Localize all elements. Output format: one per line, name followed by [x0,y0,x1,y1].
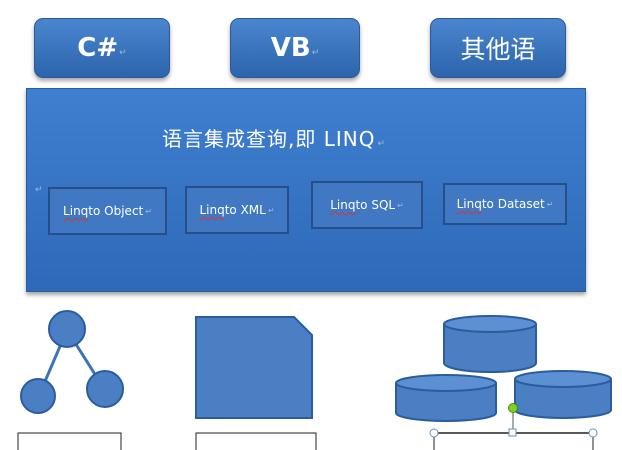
database-cylinder-top [443,315,537,373]
tree-right-node [86,370,124,408]
linq-to-xml-text: to XML [224,203,266,217]
resize-handle-top-middle[interactable] [508,428,517,437]
tree-root-node [48,310,86,348]
database-cylinder-left [395,374,497,422]
linq-to-object-text: to Object [88,204,144,218]
paragraph-mark: ↵ [119,48,127,58]
linq-to-sql-text: to SQL [355,198,396,212]
linq-to-sql-prefix: Linq [330,198,356,212]
linq-title-text: 语言集成查询,即 LINQ [162,127,376,151]
csharp-label: C# [77,33,119,63]
tree-diagram-icon [20,310,124,414]
paragraph-mark: ↵ [546,199,554,209]
bottom-shapes [17,310,612,450]
vb-box: VB ↵ [230,18,360,78]
paragraph-mark: ↵ [35,185,43,195]
linq-panel: 语言集成查询,即 LINQ↵ ↵ Linq to Object↵ Linq to… [26,88,586,292]
paragraph-mark: ↵ [267,205,275,215]
linq-to-dataset-prefix: Linq [456,197,482,211]
snipped-corner-document-icon [195,316,313,419]
selection-handles[interactable] [429,403,598,450]
paragraph-mark: ↵ [145,206,152,216]
linq-to-dataset-text: to Dataset [481,197,545,211]
paragraph-mark: ↵ [311,48,320,58]
other-languages-label: 其他语 [460,35,536,64]
linq-to-sql-box: Linq to SQL↵ [311,181,423,229]
tree-caption-box [17,432,122,450]
paragraph-mark: ↵ [397,200,404,210]
resize-handle-top-left[interactable] [429,428,439,438]
document-caption-box [195,432,317,450]
linq-to-xml-prefix: Linq [199,203,225,217]
rotate-handle[interactable] [508,403,518,413]
linq-to-dataset-box: Linq to Dataset↵ [443,183,567,225]
linq-to-xml-box: Linq to XML↵ [185,186,289,234]
linq-panel-title: 语言集成查询,即 LINQ↵ [162,123,386,152]
csharp-box: C# ↵ [34,18,170,78]
database-cylinder-right [514,370,612,419]
linq-to-object-box: Linq to Object↵ [48,187,167,235]
paragraph-mark: ↵ [377,139,387,149]
resize-handle-top-right[interactable] [588,428,598,438]
tree-left-node [20,378,56,414]
database-cylinders-icon [395,315,612,422]
vb-label: VB [270,33,311,63]
other-languages-box: 其他语 [430,18,566,78]
linq-to-object-prefix: Linq [63,204,89,218]
